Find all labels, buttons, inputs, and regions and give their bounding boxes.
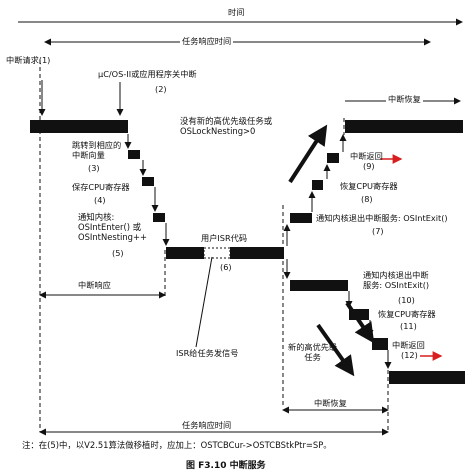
isr-bar-left [166, 247, 204, 259]
figure-caption: 图 F3.10 中断服务 [186, 461, 266, 471]
big-arrow-down [345, 301, 375, 344]
isr-signal-pointer [195, 256, 213, 348]
notify-number: (5) [112, 248, 124, 258]
task-bar-before [30, 120, 128, 133]
step-exit-7 [290, 213, 312, 223]
int-return-12-label: 中断返回 [392, 340, 425, 350]
big-arrow-up [288, 124, 328, 184]
save-cpu-number: (4) [94, 195, 106, 205]
user-isr-number: (6) [220, 262, 232, 272]
restore-cpu-11-number: (11) [400, 321, 417, 331]
notify-exit-7-number: (7) [372, 226, 384, 236]
restore-cpu-11-label: 恢复CPU寄存器 [378, 309, 436, 319]
user-isr-label: 用户ISR代码 [201, 233, 248, 243]
os-disable-label: μC/OS-II或应用程序关中断 [98, 69, 197, 79]
no-higher-task-label: 没有新的高优先级任务或 OSLockNesting>0 [180, 116, 273, 136]
step-save [142, 177, 154, 186]
task-bar-resume [345, 120, 463, 133]
task-bar-new [389, 371, 465, 384]
step-restore-11 [349, 309, 369, 320]
time-label: 时间 [228, 7, 245, 17]
task-response-time-top-label: 任务响应时间 [180, 36, 234, 46]
isr-signal-label: ISR给任务发信号 [176, 348, 239, 358]
restore-cpu-8-label: 恢复CPU寄存器 [340, 181, 398, 191]
step-restore-8 [312, 180, 323, 190]
notify-label: 通知内核: OSIntEnter() 或 OSIntNesting++ [78, 212, 148, 242]
interrupt-recovery-top-label: 中断恢复 [386, 94, 423, 104]
os-disable-number: (2) [155, 84, 167, 94]
step-vector [128, 150, 140, 159]
new-high-task-label: 新的高优先级 任务 [288, 342, 338, 362]
step-return-12 [372, 338, 388, 350]
isr-bar-right [230, 247, 284, 259]
notify-exit-7-label: 通知内核退出中断服务: OSIntExit() [316, 213, 448, 223]
vector-label: 跳转到相应的 中断向量 [72, 140, 122, 160]
interrupt-request-label: 中断请求(1) [6, 55, 51, 65]
restore-cpu-8-number: (8) [361, 194, 373, 204]
interrupt-recovery-bottom-label: 中断恢复 [314, 398, 347, 408]
notify-exit-10-number: (10) [398, 295, 415, 305]
step-notify [153, 213, 165, 222]
vector-number: (3) [88, 163, 100, 173]
step-return-9 [327, 153, 339, 163]
big-arrow-new-task [316, 323, 355, 377]
task-response-time-bottom-label: 任务响应时间 [182, 420, 232, 430]
save-cpu-label: 保存CPU寄存器 [72, 182, 130, 192]
step-exit-10 [290, 280, 348, 291]
interrupt-response-label: 中断响应 [78, 280, 111, 290]
int-return-9-label: 中断返回 [350, 151, 383, 161]
isr-bar-dashed [203, 247, 231, 259]
int-return-12-number: (12) [401, 350, 418, 360]
footnote: 注：在(5)中，以V2.51算法做移植时，应加上：OSTCBCur->OSTCB… [22, 440, 332, 450]
int-return-9-number: (9) [363, 161, 375, 171]
notify-exit-10-label: 通知内核退出中断 服务: OSIntExit() [363, 270, 430, 290]
